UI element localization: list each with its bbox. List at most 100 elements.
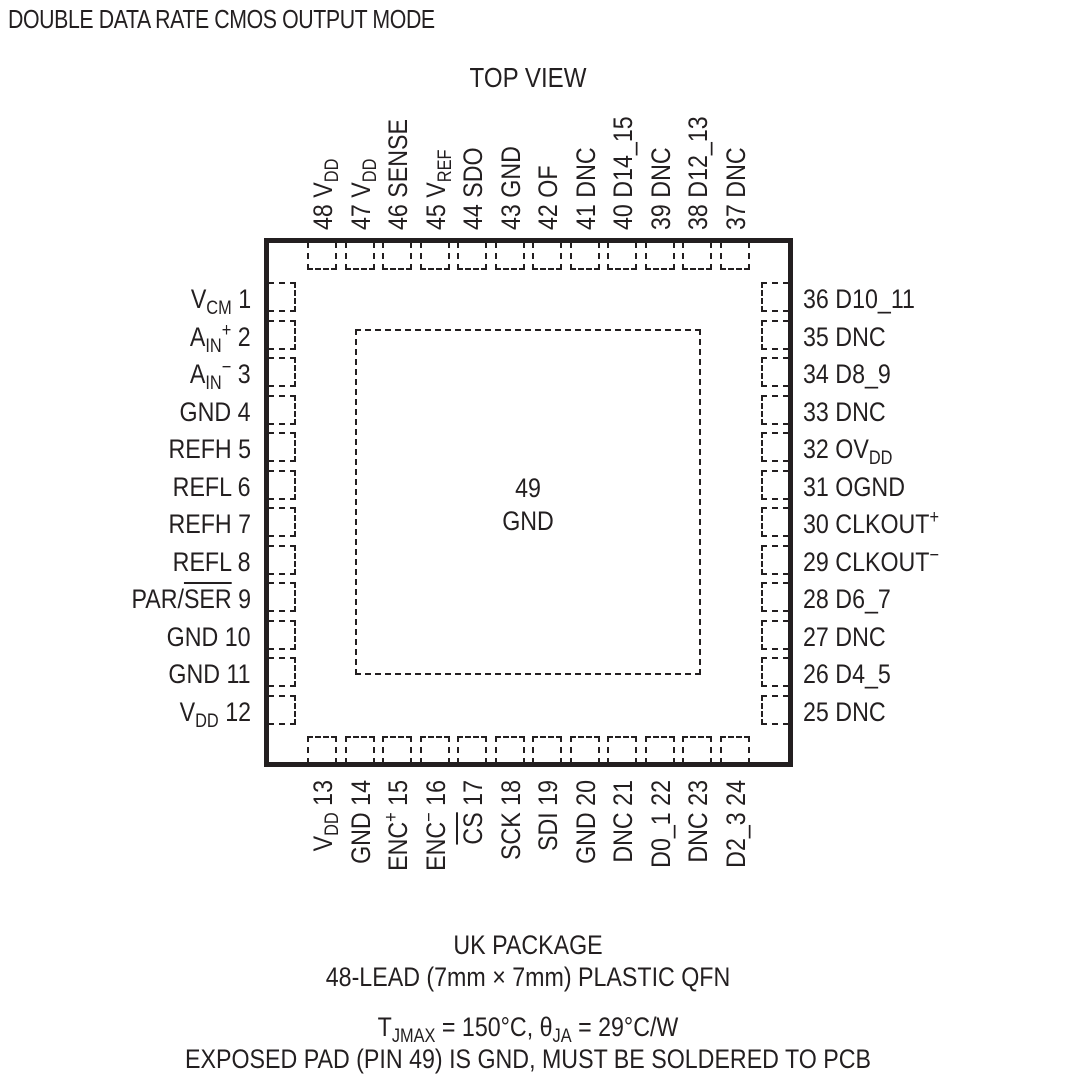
pin-name-subscript: IN <box>205 335 223 357</box>
pin-pad <box>268 544 296 575</box>
pin-name: GND <box>167 621 219 652</box>
pin-number: 10 <box>225 621 251 652</box>
pin-label-text: 45 VREF <box>420 150 456 230</box>
pin-pad <box>761 357 789 387</box>
pin-number: 46 <box>383 204 413 230</box>
pin-label-text: ENC+ 15 <box>381 780 413 871</box>
pin-label-7: REFH 7 <box>168 509 251 539</box>
pin-number: 7 <box>238 509 251 539</box>
theta-sub: JA <box>552 1026 572 1047</box>
pin-number: 39 <box>645 204 676 230</box>
pin-label-text: GND 20 <box>571 780 601 864</box>
pin-label-1: VCM 1 <box>190 284 251 318</box>
pin-number: 40 <box>608 204 638 230</box>
pin-label-35: 35 DNC <box>803 322 886 352</box>
pin-name: D12_13 <box>683 116 713 198</box>
pin-name: D10_11 <box>835 284 915 314</box>
pin-number: 6 <box>238 471 251 502</box>
pin-label-text: 48 VDD <box>308 159 343 230</box>
pin-pad <box>532 242 562 270</box>
pin-number: 1 <box>238 284 251 314</box>
pin-name: ENC <box>420 821 451 871</box>
pin-label-30: 30 CLKOUT+ <box>803 507 940 539</box>
pin-number: 9 <box>238 584 251 614</box>
pin-name: SDI <box>533 812 563 852</box>
pin-number: 31 <box>803 471 829 502</box>
pin-name: SENSE <box>383 118 413 198</box>
pin-pad <box>494 242 525 270</box>
pin-pad <box>268 432 296 462</box>
exposed-pad-note: EXPOSED PAD (PIN 49) IS GND, MUST BE SOL… <box>184 1044 872 1074</box>
pin-label-text: 39 DNC <box>646 147 676 230</box>
pin-name: DNC <box>645 147 676 198</box>
pin-number: 15 <box>383 780 413 806</box>
pin-number: 43 <box>495 204 526 230</box>
pin-label-26: 26 D4_5 <box>803 659 891 689</box>
pin-pad <box>268 619 296 650</box>
pin-label-33: 33 DNC <box>803 397 886 427</box>
pin-number: 42 <box>533 204 563 230</box>
pin-number: 2 <box>238 321 251 352</box>
pin-label-29: 29 CLKOUT− <box>803 546 939 577</box>
pin-name-superscript: − <box>418 812 440 822</box>
pin-label-8: REFL 8 <box>173 547 251 577</box>
pin-label-text: SCK 18 <box>496 780 526 860</box>
pin-label-34: 34 D8_9 <box>803 359 891 389</box>
pin-pad <box>761 282 789 312</box>
pin-name-subscript: REF <box>434 149 456 183</box>
pin-label-text: DNC 23 <box>683 780 713 863</box>
pin-number: 27 <box>803 621 829 652</box>
pin-pad <box>268 394 296 425</box>
pin-pad <box>268 357 296 387</box>
pin-number: 3 <box>238 359 251 389</box>
pin-pad <box>419 242 450 270</box>
pin-number: 28 <box>803 584 829 614</box>
pin-label-text: SDI 19 <box>533 780 563 851</box>
pin-name-superscript: − <box>222 357 232 378</box>
pin-name: GND <box>345 812 376 864</box>
pin-pad <box>644 242 675 270</box>
pin-label-text: 46 SENSE <box>383 119 413 230</box>
pin-name: V <box>190 284 207 314</box>
pin-number: 26 <box>803 659 829 689</box>
exposed-pad-label: 49 GND <box>442 472 614 538</box>
pin-number: 47 <box>345 204 376 230</box>
pin-pad <box>569 736 600 764</box>
pin-name: V <box>420 182 451 198</box>
pin-pad <box>307 242 337 270</box>
pin-name: DNC <box>835 696 886 727</box>
pin-label-text: 43 GND <box>496 146 526 230</box>
pin-name: A <box>190 321 206 352</box>
pin-pad <box>682 242 712 270</box>
pin-name: DNC <box>835 396 886 427</box>
pin-pad <box>761 657 789 687</box>
pin-label-text: 44 SDO <box>458 147 488 230</box>
pin-name-superscript: + <box>929 507 940 528</box>
pin-label-12: VDD 12 <box>180 697 251 731</box>
pin-label-25: 25 DNC <box>803 697 886 727</box>
pin-name: D4_5 <box>835 659 891 689</box>
pin-number: 35 <box>803 321 829 352</box>
pin-name: SDO <box>458 147 488 198</box>
pin-number: 19 <box>533 780 563 806</box>
pin-name: SCK <box>495 812 526 861</box>
pin-pad <box>268 282 296 312</box>
pin-name: REFL <box>173 546 232 577</box>
pin-name: OGND <box>835 471 905 502</box>
pin-pad <box>419 736 450 764</box>
package-body <box>264 238 793 767</box>
pin-name-subscript: DD <box>322 812 343 836</box>
pin-name: A <box>190 359 206 389</box>
pin-pad <box>761 432 789 462</box>
pin-name: CLKOUT <box>835 546 930 577</box>
pin-name: REFH <box>168 434 232 464</box>
pin-number: 33 <box>803 396 829 427</box>
pin-label-text: ENC− 16 <box>418 780 451 871</box>
tjmax-symbol: T <box>377 1012 392 1042</box>
package-description-suffix: 7mm) PLASTIC QFN <box>505 962 731 992</box>
pin-name-subscript: DD <box>195 710 219 732</box>
pin-label-text: 42 OF <box>533 165 563 230</box>
pin-number: 48 <box>308 204 338 230</box>
pin-name: D2_3 <box>720 812 751 868</box>
pin-number: 44 <box>458 204 488 230</box>
